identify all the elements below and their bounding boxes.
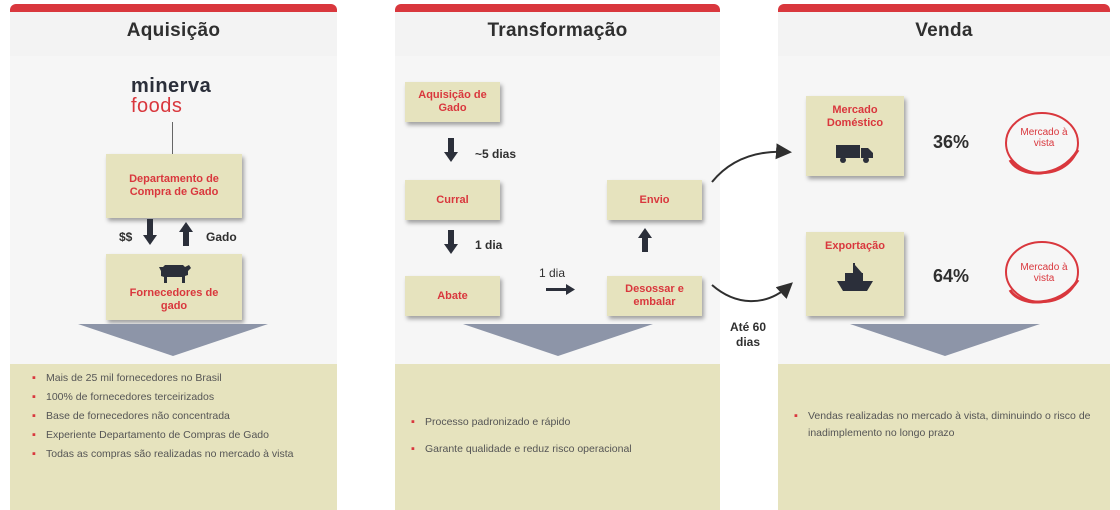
five-days-label: ~5 dias (475, 147, 517, 161)
desossar-box: Desossar e embalar (607, 276, 702, 316)
arrow-up-icon (638, 228, 652, 252)
panel-title: Transformação (487, 20, 628, 41)
bullet-item: Mais de 25 mil fornecedores no Brasil (32, 372, 334, 385)
panel-title: Venda (915, 20, 973, 41)
domestic-stamp-text: Mercado à vista (1020, 127, 1068, 149)
transformation-panel: Transformação Aquisição de Gado ~5 dias … (395, 4, 720, 510)
abate-box: Abate (405, 276, 500, 316)
arrow-down-icon (444, 230, 458, 254)
truck-icon (836, 145, 873, 163)
acquisition-panel: Aquisição minerva foods Departamento de … (10, 4, 337, 510)
export-percentage: 64% (933, 266, 970, 286)
section-chevron (850, 324, 1040, 356)
sale-panel: Venda Mercado Doméstico 36% Mercado à vi… (778, 4, 1110, 510)
acquisition-bullet-list: Mais de 25 mil fornecedores no Brasil 10… (32, 372, 334, 467)
sale-bullet-list: Vendas realizadas no mercado à vista, di… (794, 408, 1094, 448)
aquisicao-gado-box: Aquisição de Gado (405, 82, 500, 122)
logo-foods: foods (131, 95, 183, 117)
fornecedores-box: Fornecedores de gado (106, 254, 242, 320)
one-day-label: 1 dia (475, 238, 503, 252)
exportacao-box: Exportação (806, 232, 904, 316)
bullet-item: Vendas realizadas no mercado à vista, di… (794, 408, 1094, 442)
envio-box: Envio (607, 180, 702, 220)
panel-header (778, 12, 1110, 56)
arrow-up-icon (179, 222, 193, 246)
section-chevron (463, 324, 653, 356)
fornecedores-label: Fornecedores de gado (129, 287, 219, 312)
bullet-item: Todas as compras são realizadas no merca… (32, 448, 334, 461)
panel-header (10, 12, 337, 56)
mercado-domestico-box: Mercado Doméstico (806, 96, 904, 176)
curved-arrow-icon (711, 143, 792, 183)
logo-minerva: minerva (131, 75, 212, 97)
bullet-item: Base de fornecedores não concentrada (32, 410, 334, 423)
export-stamp-text: Mercado à vista (1020, 262, 1068, 284)
panel-title: Aquisição (126, 20, 221, 41)
exportacao-label: Exportação (825, 240, 885, 252)
bullet-item: Garante qualidade e reduz risco operacio… (411, 443, 716, 456)
arrow-down-icon (143, 219, 157, 245)
curral-box: Curral (405, 180, 500, 220)
cow-icon (159, 265, 191, 283)
arrow-right-icon (546, 284, 575, 295)
domestic-percentage: 36% (933, 132, 970, 152)
logo-connector-line (172, 122, 173, 155)
panel-bottom-summary (395, 364, 720, 510)
transformation-bullet-list: Processo padronizado e rápido Garante qu… (411, 416, 716, 462)
ship-icon (837, 263, 873, 291)
dept-compra-box: Departamento de Compra de Gado (106, 154, 242, 218)
sixty-days-label: Até 60 dias (729, 320, 767, 349)
curved-arrow-icon (711, 282, 793, 303)
stamp-circle-icon (1005, 241, 1080, 304)
bullet-item: 100% de fornecedores terceirizados (32, 391, 334, 404)
money-label: $$ (119, 230, 133, 244)
mercado-domestico-label: Mercado Doméstico (826, 104, 884, 129)
one-day-label: 1 dia (539, 266, 566, 280)
panel-accent-bar (10, 4, 337, 12)
bullet-item: Experiente Departamento de Compras de Ga… (32, 429, 334, 442)
bullet-item: Processo padronizado e rápido (411, 416, 716, 429)
stamp-circle-icon (1005, 112, 1080, 175)
arrow-down-icon (444, 138, 458, 162)
panel-header (395, 12, 720, 56)
gado-label: Gado (206, 230, 237, 244)
panel-accent-bar (778, 4, 1110, 12)
panel-accent-bar (395, 4, 720, 12)
section-chevron (78, 324, 268, 356)
